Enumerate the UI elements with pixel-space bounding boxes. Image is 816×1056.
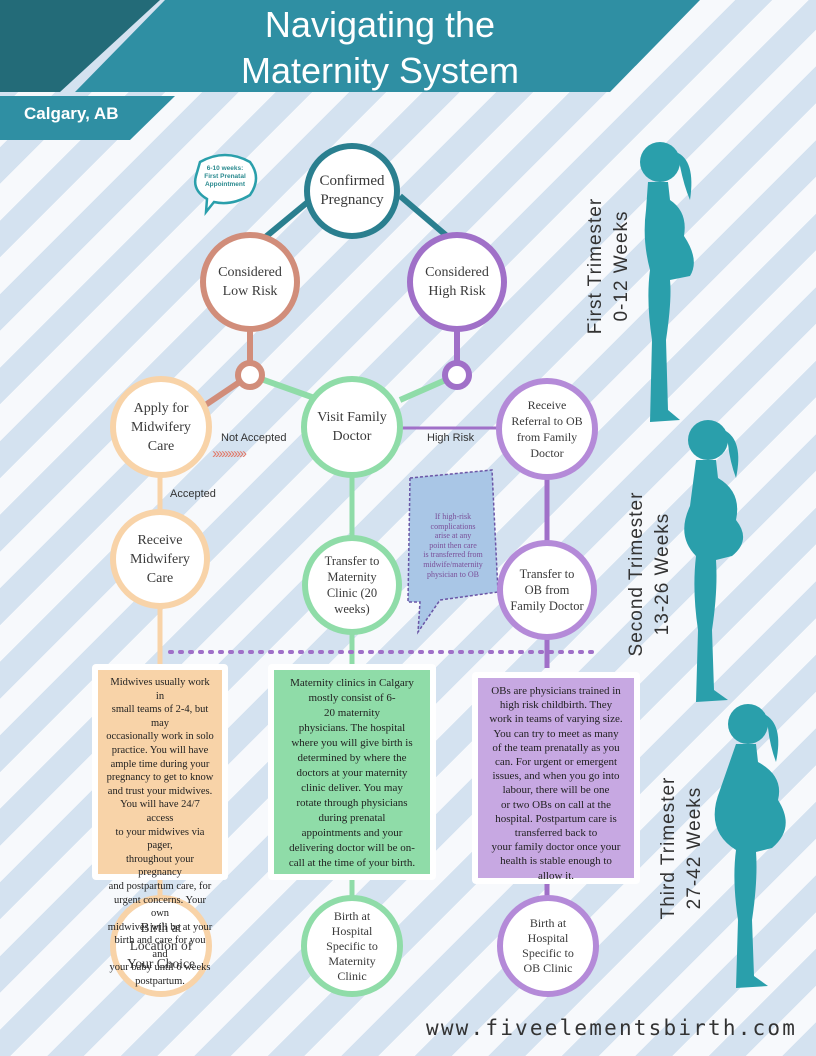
- first-appointment-bubble: 6-10 weeks: First Prenatal Appointment: [204, 165, 246, 188]
- svg-text:›››››››››››: ›››››››››››: [212, 445, 247, 462]
- location-label: Calgary, AB: [24, 104, 119, 123]
- page-title: Navigating the Maternity System: [240, 4, 520, 91]
- silhouette-third-trimester-icon: [714, 704, 786, 988]
- label-high-risk: High Risk: [427, 432, 475, 444]
- info-box-midwife: Midwives usually work in small teams of …: [92, 664, 228, 987]
- silhouette-first-trimester-icon: [640, 142, 694, 422]
- label-not-accepted: Not Accepted: [221, 432, 287, 444]
- info-box-clinic: Maternity clinics in Calgary mostly cons…: [268, 664, 436, 880]
- high-risk-callout: If high-risk complications arise at any …: [423, 512, 483, 579]
- label-accepted: Accepted: [170, 488, 216, 500]
- silhouette-second-trimester-icon: [684, 420, 744, 702]
- footer-url[interactable]: www.fiveelementsbirth.com: [426, 1016, 798, 1040]
- info-box-ob: OBs are physicians trained in high risk …: [472, 672, 640, 884]
- title-banner: [0, 0, 700, 140]
